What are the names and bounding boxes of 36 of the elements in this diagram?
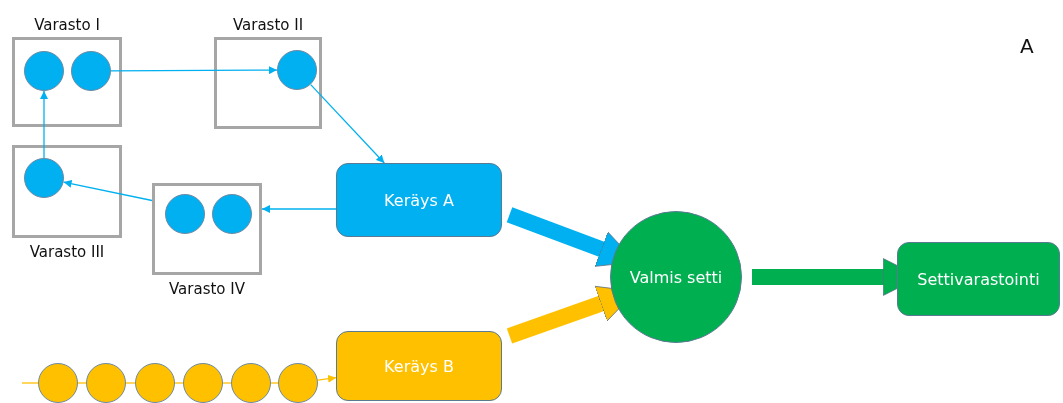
arrow bbox=[317, 374, 337, 383]
box-label: Keräys A bbox=[384, 190, 454, 210]
box-label: Valmis setti bbox=[629, 267, 723, 287]
item-circle bbox=[24, 158, 64, 198]
connector-line bbox=[174, 382, 184, 384]
connector-line bbox=[222, 382, 232, 384]
item-circle bbox=[24, 51, 64, 91]
connector-line bbox=[77, 382, 87, 384]
connector-line bbox=[270, 382, 279, 384]
connector-line bbox=[125, 382, 136, 384]
box-label: Settivarastointi bbox=[917, 269, 1040, 289]
item-circle bbox=[71, 51, 111, 91]
process-box bbox=[336, 163, 502, 237]
item-circle bbox=[277, 50, 317, 90]
arrow bbox=[62, 179, 153, 202]
box-label: Varasto II bbox=[231, 16, 305, 34]
item-circle bbox=[231, 363, 271, 403]
arrow bbox=[310, 83, 385, 164]
item-circle bbox=[212, 194, 252, 234]
box-label: Varasto IV bbox=[168, 280, 246, 298]
box-label: Keräys B bbox=[384, 356, 454, 376]
process-box bbox=[336, 331, 502, 401]
box-label: Varasto III bbox=[28, 243, 106, 261]
box-label: Varasto I bbox=[33, 16, 101, 34]
process-box bbox=[897, 242, 1060, 316]
arrow bbox=[40, 90, 48, 159]
panel-letter: A bbox=[1020, 34, 1034, 58]
item-circle bbox=[165, 194, 205, 234]
item-circle bbox=[278, 363, 318, 403]
item-circle bbox=[38, 363, 78, 403]
arrow bbox=[261, 205, 337, 213]
item-circle bbox=[86, 363, 126, 403]
item-circle bbox=[135, 363, 175, 403]
connector-line bbox=[21, 382, 39, 384]
item-circle bbox=[183, 363, 223, 403]
arrow bbox=[110, 66, 278, 75]
